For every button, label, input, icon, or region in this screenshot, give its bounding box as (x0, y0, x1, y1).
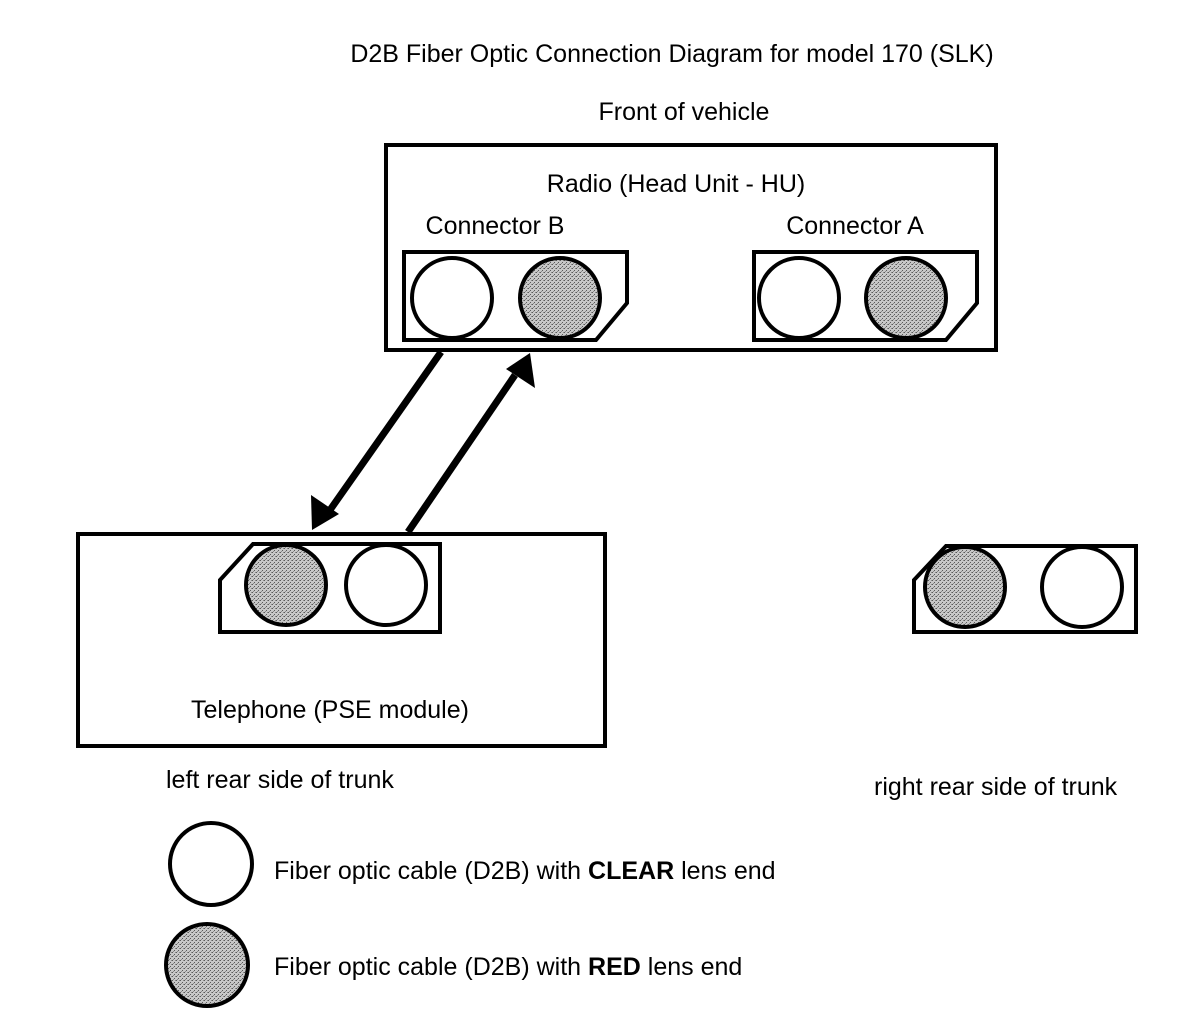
telephone-connector-housing (218, 542, 442, 634)
connector-b-red-lens (518, 256, 602, 340)
legend: Fiber optic cable (D2B) with CLEAR lens … (164, 821, 776, 1008)
radio-box (384, 143, 998, 352)
telephone-module: Telephone (PSE module) (76, 532, 607, 748)
connector-a-red-lens (864, 256, 948, 340)
left-rear-trunk-label: left rear side of trunk (166, 766, 394, 794)
telephone-clear-lens (344, 543, 428, 627)
legend-red-lens-icon (164, 922, 250, 1008)
arrow-head-to-radio (506, 353, 535, 388)
right-rear-connector (912, 544, 1138, 634)
telephone-label: Telephone (PSE module) (191, 696, 469, 724)
legend-red-prefix: Fiber optic cable (D2B) with (274, 953, 588, 981)
arrow-head-to-telephone (311, 495, 339, 530)
legend-clear-suffix: lens end (674, 857, 775, 885)
fiber-radio-to-telephone (327, 349, 444, 513)
legend-red-text: Fiber optic cable (D2B) with RED lens en… (274, 953, 742, 981)
right-rear-trunk-label: right rear side of trunk (874, 773, 1118, 801)
legend-red-emphasis: RED (588, 953, 641, 981)
telephone-box (76, 532, 607, 748)
connector-a-label: Connector A (786, 212, 924, 240)
right-rear-red-lens (923, 545, 1007, 629)
legend-clear-emphasis: CLEAR (588, 857, 674, 885)
connector-b-housing (402, 250, 629, 342)
right-rear-connector-housing (912, 544, 1138, 634)
connector-b-clear-lens (410, 256, 494, 340)
legend-clear-lens-icon (168, 821, 254, 907)
connector-a-housing (752, 250, 979, 342)
legend-clear-prefix: Fiber optic cable (D2B) with (274, 857, 588, 885)
fiber-connections (311, 349, 535, 534)
fiber-telephone-to-radio (405, 373, 518, 534)
connector-a-clear-lens (757, 256, 841, 340)
radio-head-unit: Radio (Head Unit - HU) Connector B Conne… (384, 143, 998, 352)
legend-clear-text: Fiber optic cable (D2B) with CLEAR lens … (274, 857, 776, 885)
right-rear-clear-lens (1040, 545, 1124, 629)
legend-red: Fiber optic cable (D2B) with RED lens en… (164, 922, 742, 1008)
telephone-red-lens (244, 543, 328, 627)
connector-b: Connector B (402, 212, 629, 342)
front-of-vehicle-label: Front of vehicle (599, 98, 770, 126)
radio-label: Radio (Head Unit - HU) (547, 170, 805, 198)
connector-a: Connector A (752, 212, 979, 342)
legend-clear: Fiber optic cable (D2B) with CLEAR lens … (168, 821, 776, 907)
diagram-title: D2B Fiber Optic Connection Diagram for m… (350, 40, 993, 68)
legend-red-suffix: lens end (641, 953, 742, 981)
connector-b-label: Connector B (426, 212, 565, 240)
